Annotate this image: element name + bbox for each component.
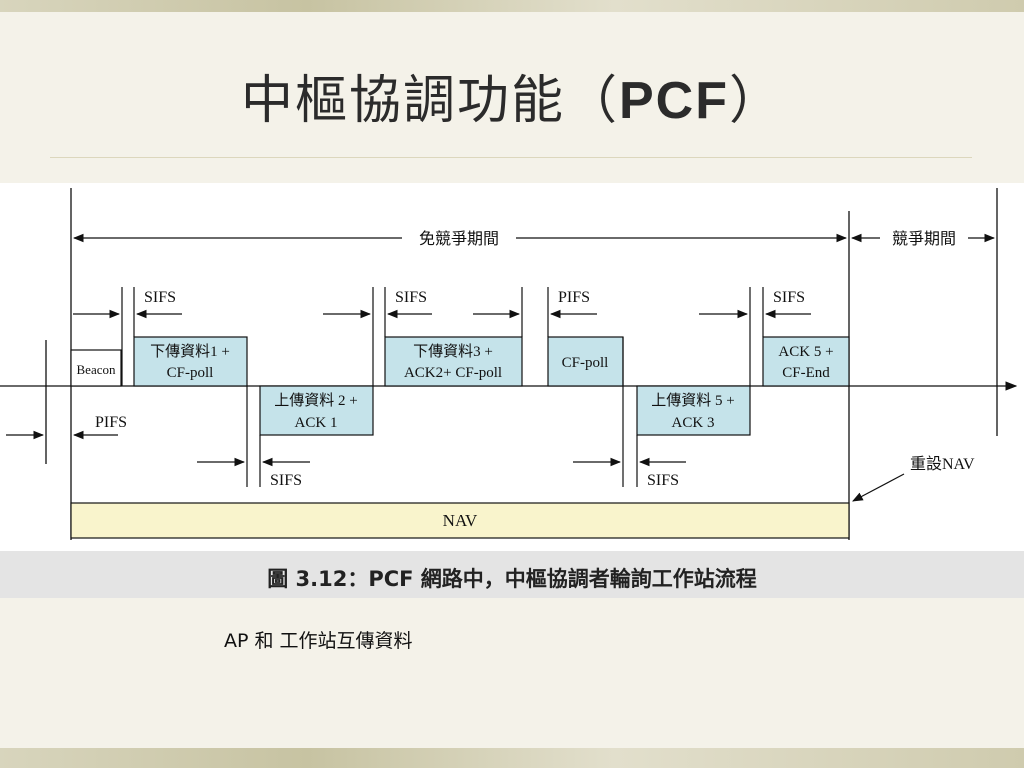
cfp-label: 免競爭期間 xyxy=(419,230,499,248)
ack5-cf-end-line1: ACK 5 + xyxy=(778,344,833,360)
title-main-text: 中樞協調功能（ xyxy=(240,71,619,131)
uplink-data2-line2: ACK 1 xyxy=(295,415,338,431)
beacon-frame xyxy=(70,349,122,387)
pcf-timing-diagram: 免競爭期間 競爭期間 Beacon 下傳資料1 + CF-poll 上傳資料 2… xyxy=(0,188,1018,540)
reset-nav-label: 重設NAV xyxy=(910,455,975,473)
cf-poll-label: CF-poll xyxy=(562,355,609,371)
slide-note: AP 和 工作站互傳資料 xyxy=(224,630,413,652)
cf-poll-frame xyxy=(547,336,624,387)
bottom-decor-band xyxy=(0,748,1024,768)
uplink-data5-frame xyxy=(636,385,751,436)
top-decor-band xyxy=(0,0,1024,12)
downlink-data3-line2: ACK2+ CF-poll xyxy=(404,365,502,381)
title-end-text: ） xyxy=(729,71,784,131)
sifs-upper2-label: SIFS xyxy=(395,289,427,306)
downlink-data1-frame xyxy=(133,336,248,387)
reset-nav-arrow xyxy=(852,473,905,502)
uplink-data2-frame xyxy=(259,385,374,436)
figure-caption: 圖 3.12：PCF 網路中，中樞協調者輪詢工作站流程 xyxy=(267,567,757,591)
uplink-data5-line2: ACK 3 xyxy=(672,415,715,431)
cp-label: 競爭期間 xyxy=(892,230,956,248)
downlink-data1-line1: 下傳資料1 + xyxy=(150,343,230,360)
beacon-label: Beacon xyxy=(77,362,116,377)
title-divider xyxy=(50,157,972,158)
sifs-lower2-label: SIFS xyxy=(647,472,679,489)
caption-bar xyxy=(0,551,1024,598)
sifs-upper3-label: SIFS xyxy=(773,289,805,306)
downlink-data3-frame xyxy=(384,336,523,387)
uplink-data5-line1: 上傳資料 5 + xyxy=(651,392,734,409)
pifs-upper-label: PIFS xyxy=(558,289,590,306)
ack5-cf-end-frame xyxy=(762,336,850,387)
downlink-data3-line1: 下傳資料3 + xyxy=(413,343,493,360)
nav-bar-label: NAV xyxy=(443,511,478,530)
pifs-lower-label: PIFS xyxy=(95,414,127,431)
sifs-upper1-label: SIFS xyxy=(144,289,176,306)
title-pcf-text: PCF xyxy=(619,72,729,130)
nav-bar xyxy=(70,502,850,539)
pcf-timing-figure: 免競爭期間 競爭期間 Beacon 下傳資料1 + CF-poll 上傳資料 2… xyxy=(0,183,1024,551)
sifs-lower1-label: SIFS xyxy=(270,472,302,489)
ack5-cf-end-line2: CF-End xyxy=(782,365,830,381)
downlink-data1-line2: CF-poll xyxy=(167,365,214,381)
uplink-data2-line1: 上傳資料 2 + xyxy=(274,392,357,409)
slide-title: 中樞協調功能（PCF） xyxy=(0,58,1024,133)
